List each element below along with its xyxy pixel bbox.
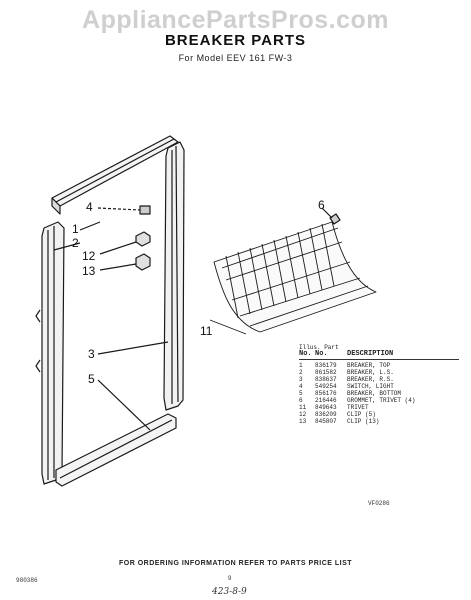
cell-desc: BREAKER, BOTTOM [347, 390, 402, 397]
callout-2: 2 [72, 236, 79, 250]
cell-part: 861582 [315, 369, 337, 376]
cell-desc: GROMMET, TRIVET (4) [347, 397, 416, 404]
table-row: 1 836179 BREAKER, TOP [299, 362, 459, 369]
cell-desc: BREAKER, L.S. [347, 369, 394, 376]
handwritten-note: 423-8-9 [212, 587, 247, 597]
header-description: DESCRIPTION [347, 350, 394, 358]
table-row: 4 549254 SWITCH, LIGHT [299, 383, 459, 390]
callout-11: 11 [200, 324, 213, 338]
cell-part: 849643 [315, 404, 337, 411]
watermark: AppliancePartsPros.com [82, 6, 389, 34]
callout-6: 6 [318, 198, 325, 212]
cell-illus: 1 [299, 362, 303, 369]
cell-illus: 11 [299, 404, 307, 411]
table-row: 12 836209 CLIP (5) [299, 411, 459, 418]
parts-table: Illus. Part No. No. DESCRIPTION 1 836179… [299, 344, 459, 425]
cell-illus: 4 [299, 383, 303, 390]
clip-12 [99, 231, 151, 255]
cell-desc: BREAKER, R.S. [347, 376, 394, 383]
cell-illus: 12 [299, 411, 307, 418]
model-subtitle: For Model EEV 161 FW-3 [178, 53, 293, 63]
table-row: 5 856176 BREAKER, BOTTOM [299, 390, 459, 397]
breaker-right [163, 141, 185, 411]
parts-table-header-top: Illus. Part [299, 344, 339, 351]
cell-desc: CLIP (13) [347, 418, 380, 425]
breaker-top [51, 135, 179, 215]
page-title: BREAKER PARTS [164, 32, 307, 49]
table-row: 13 845807 CLIP (13) [299, 418, 459, 425]
grommet [321, 207, 341, 225]
cell-desc: SWITCH, LIGHT [347, 383, 394, 390]
callout-1: 1 [72, 222, 79, 236]
drawing-ref: VF0286 [368, 500, 390, 507]
callout-4: 4 [86, 200, 93, 214]
header-part-no: No. [315, 350, 328, 358]
cell-part: 838637 [315, 376, 337, 383]
cell-part: 845807 [315, 418, 337, 425]
cell-illus: 2 [299, 369, 303, 376]
callout-12: 12 [82, 249, 96, 263]
cell-part: 216446 [315, 397, 337, 404]
cell-part: 856176 [315, 390, 337, 397]
header-divider [299, 359, 459, 360]
callout-13: 13 [82, 264, 96, 278]
callout-5: 5 [88, 372, 95, 386]
trivet [209, 221, 377, 335]
parts-table-header: No. No. DESCRIPTION [299, 351, 459, 358]
cell-illus: 3 [299, 376, 303, 383]
page-number: 9 [228, 576, 232, 582]
header-illus-no: No. [299, 350, 312, 358]
cell-part: 549254 [315, 383, 337, 390]
cell-desc: CLIP (5) [347, 411, 376, 418]
table-row: 2 861582 BREAKER, L.S. [299, 369, 459, 376]
cell-desc: BREAKER, TOP [347, 362, 391, 369]
callout-3: 3 [88, 347, 95, 361]
cell-desc: TRIVET [347, 404, 369, 411]
table-row: 3 838637 BREAKER, R.S. [299, 376, 459, 383]
cell-illus: 5 [299, 390, 303, 397]
cell-part: 836179 [315, 362, 337, 369]
table-row: 11 849643 TRIVET [299, 404, 459, 411]
switch-light [97, 205, 151, 215]
doc-id: 980386 [16, 577, 38, 584]
breaker-left [35, 221, 65, 485]
breaker-bottom [55, 413, 177, 487]
footer-ordering-info: FOR ORDERING INFORMATION REFER TO PARTS … [118, 560, 353, 567]
cell-part: 836209 [315, 411, 337, 418]
table-row: 6 216446 GROMMET, TRIVET (4) [299, 397, 459, 404]
cell-illus: 13 [299, 418, 307, 425]
clip-13 [99, 253, 151, 271]
cell-illus: 6 [299, 397, 303, 404]
